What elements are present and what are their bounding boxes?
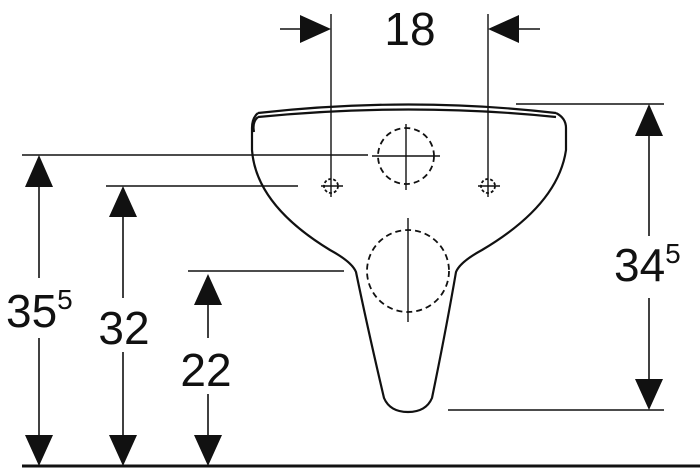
- dim-label-18: 18: [384, 3, 435, 55]
- arrow-18-left: [488, 15, 519, 43]
- arrow-32-down: [109, 435, 137, 466]
- dim-label-22: 22: [180, 344, 231, 396]
- arrow-35-5-up: [25, 155, 53, 187]
- arrow-32-up: [109, 186, 137, 217]
- arrow-22-down: [194, 435, 222, 466]
- arrow-18-right: [300, 15, 331, 43]
- rim-left-curve: [252, 116, 259, 133]
- dim-label-35-5: 355: [6, 284, 73, 337]
- arrow-35-5-down: [25, 435, 53, 466]
- rim-top: [257, 103, 557, 115]
- arrow-22-up: [194, 274, 222, 305]
- arrow-34-5-down: [635, 379, 663, 410]
- dim-label-34-5: 345: [614, 238, 681, 291]
- bowl-outline: [250, 112, 568, 414]
- arrow-34-5-up: [635, 104, 663, 136]
- dim-label-32: 32: [98, 302, 149, 354]
- rim-inner-line: [257, 108, 557, 119]
